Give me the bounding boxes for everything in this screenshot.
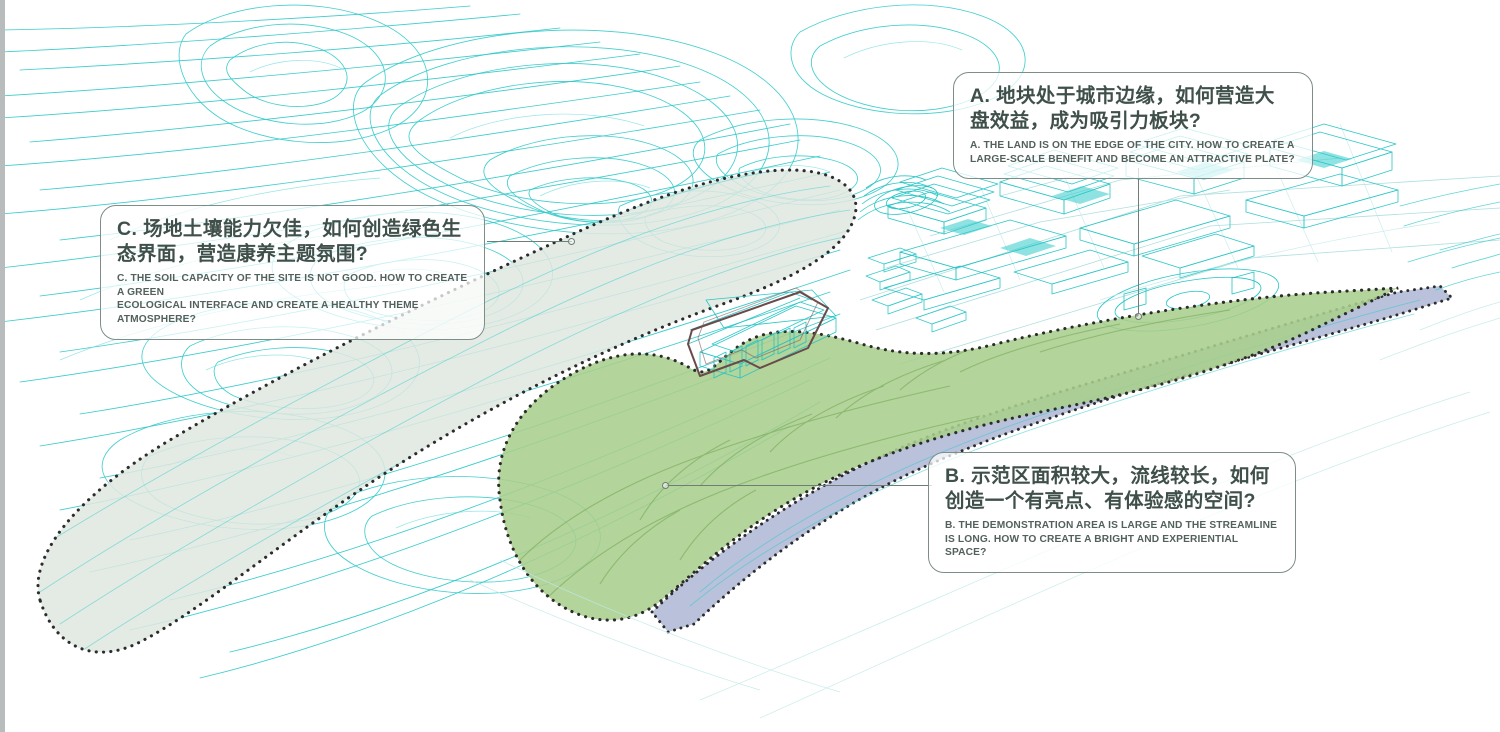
callout-b-text-cn: B. 示范区面积较大，流线较长，如何 创造一个有亮点、有体验感的空间? [945, 465, 1270, 512]
leader-line-a [1138, 168, 1140, 316]
callout-b-text-en: B. THE DEMONSTRATION AREA IS LARGE AND T… [945, 519, 1278, 559]
callout-c-text-cn: C. 场地土壤能力欠佳，如何创造绿色生 态界面，营造康养主题氛围? [117, 218, 462, 265]
key-building [687, 287, 837, 379]
leader-line-c [487, 241, 572, 243]
callout-a-text-cn: A. 地块处于城市边缘，如何营造大 盘效益，成为吸引力板块? [970, 85, 1275, 132]
leader-endpoint-a [1135, 313, 1142, 320]
callout-c-text-en: C. THE SOIL CAPACITY OF THE SITE IS NOT … [117, 272, 468, 325]
leader-line-b [666, 485, 932, 487]
zone-demonstration [497, 286, 1399, 622]
riverfront-band [650, 284, 1455, 634]
callout-a-text-en: A. THE LAND IS ON THE EDGE OF THE CITY. … [970, 139, 1295, 165]
callout-c: C. 场地土壤能力欠佳，如何创造绿色生 态界面，营造康养主题氛围? C. THE… [100, 205, 485, 340]
leader-endpoint-c [568, 238, 575, 245]
callout-a: A. 地块处于城市边缘，如何营造大 盘效益，成为吸引力板块? A. THE LA… [953, 72, 1313, 180]
left-edge-rail [0, 0, 5, 732]
leader-endpoint-b [662, 482, 669, 489]
callout-b: B. 示范区面积较大，流线较长，如何 创造一个有亮点、有体验感的空间? B. T… [928, 452, 1296, 573]
